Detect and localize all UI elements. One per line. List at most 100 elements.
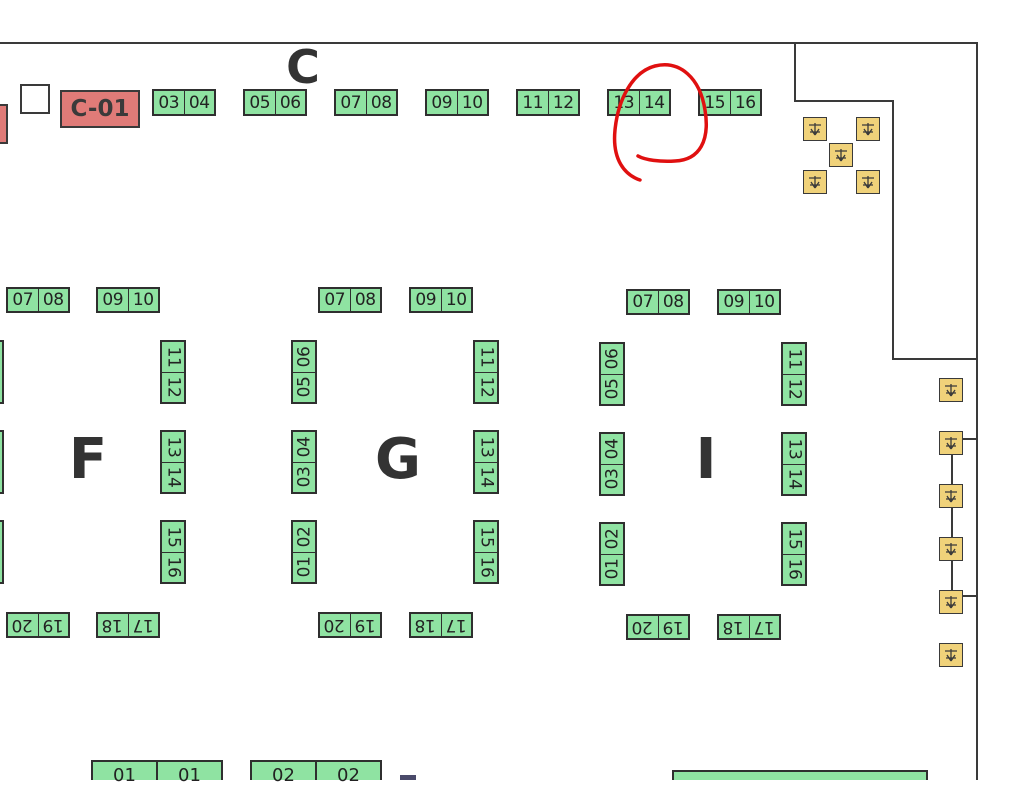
booth-number: 08 <box>657 291 689 313</box>
booth-number: 01 <box>293 551 315 583</box>
hall-c-label: C <box>286 40 320 94</box>
booth-number: 19 <box>657 616 689 638</box>
booth-number: 05 <box>601 373 623 405</box>
bottom-marker <box>400 775 416 780</box>
booth-number: 05 <box>249 92 271 113</box>
booth-number: 14 <box>638 91 670 114</box>
hall-f-label: F <box>68 427 108 492</box>
empty-booth[interactable] <box>20 84 50 114</box>
fan-marker-icon <box>939 484 963 508</box>
fan-marker-icon <box>856 117 880 141</box>
booth-number: 09 <box>723 292 745 312</box>
booth-number: 16 <box>475 551 497 583</box>
booth-number: 07 <box>324 290 346 310</box>
booth-number: 16 <box>783 553 805 585</box>
booth-number: 10 <box>127 289 159 311</box>
booth-number: 17 <box>440 614 472 636</box>
fan-marker-icon <box>939 643 963 667</box>
booth-number: 03 <box>601 463 623 495</box>
booth-number: 06 <box>274 91 306 114</box>
red-booth-partial[interactable] <box>0 104 8 144</box>
fan-marker-icon <box>939 537 963 561</box>
booth-number: 19 <box>37 614 69 636</box>
fan-marker-icon <box>939 590 963 614</box>
connector-line <box>951 440 953 605</box>
booth-number: 01 <box>601 553 623 585</box>
booth-number: 09 <box>102 290 124 310</box>
hall-i-label: I <box>695 427 717 492</box>
booth-number: 08 <box>365 91 397 114</box>
booth-number: 15 <box>704 92 726 113</box>
booth-number: 03 <box>293 461 315 493</box>
fan-marker-icon <box>856 170 880 194</box>
booth-number: 05 <box>293 371 315 403</box>
booth-number: 09 <box>415 290 437 310</box>
booth-number: 11 <box>522 92 544 113</box>
booth-number: 07 <box>632 292 654 312</box>
booth-f-partial-2[interactable] <box>0 430 4 494</box>
room-wall-bottom <box>892 358 978 360</box>
booth-f-partial-3[interactable] <box>0 520 4 584</box>
booth-number: 14 <box>475 461 497 493</box>
booth-number: 10 <box>440 289 472 311</box>
connector-line <box>951 595 977 597</box>
booth-number: 14 <box>162 461 184 493</box>
booth-number: 04 <box>183 91 215 114</box>
fan-marker-icon <box>939 431 963 455</box>
booth-bottom-strip[interactable] <box>672 770 928 780</box>
booth-f-partial-1[interactable] <box>0 340 4 404</box>
top-wall <box>0 42 978 44</box>
room-wall-mid <box>892 100 894 360</box>
booth-number: 16 <box>162 551 184 583</box>
booth-c-01[interactable]: C-01 <box>60 90 140 128</box>
booth-number: 19 <box>349 614 381 636</box>
booth-number: 16 <box>729 91 761 114</box>
booth-number: 12 <box>547 91 579 114</box>
booth-number: 17 <box>127 614 159 636</box>
booth-number: 14 <box>783 463 805 495</box>
fan-marker-icon <box>803 170 827 194</box>
booth-number: 08 <box>37 289 69 311</box>
connector-line <box>951 438 977 440</box>
booth-number: 09 <box>431 92 453 113</box>
booth-number: 10 <box>748 291 780 313</box>
booth-number: 07 <box>12 290 34 310</box>
booth-number: 12 <box>475 371 497 403</box>
booth-number: 03 <box>158 92 180 113</box>
